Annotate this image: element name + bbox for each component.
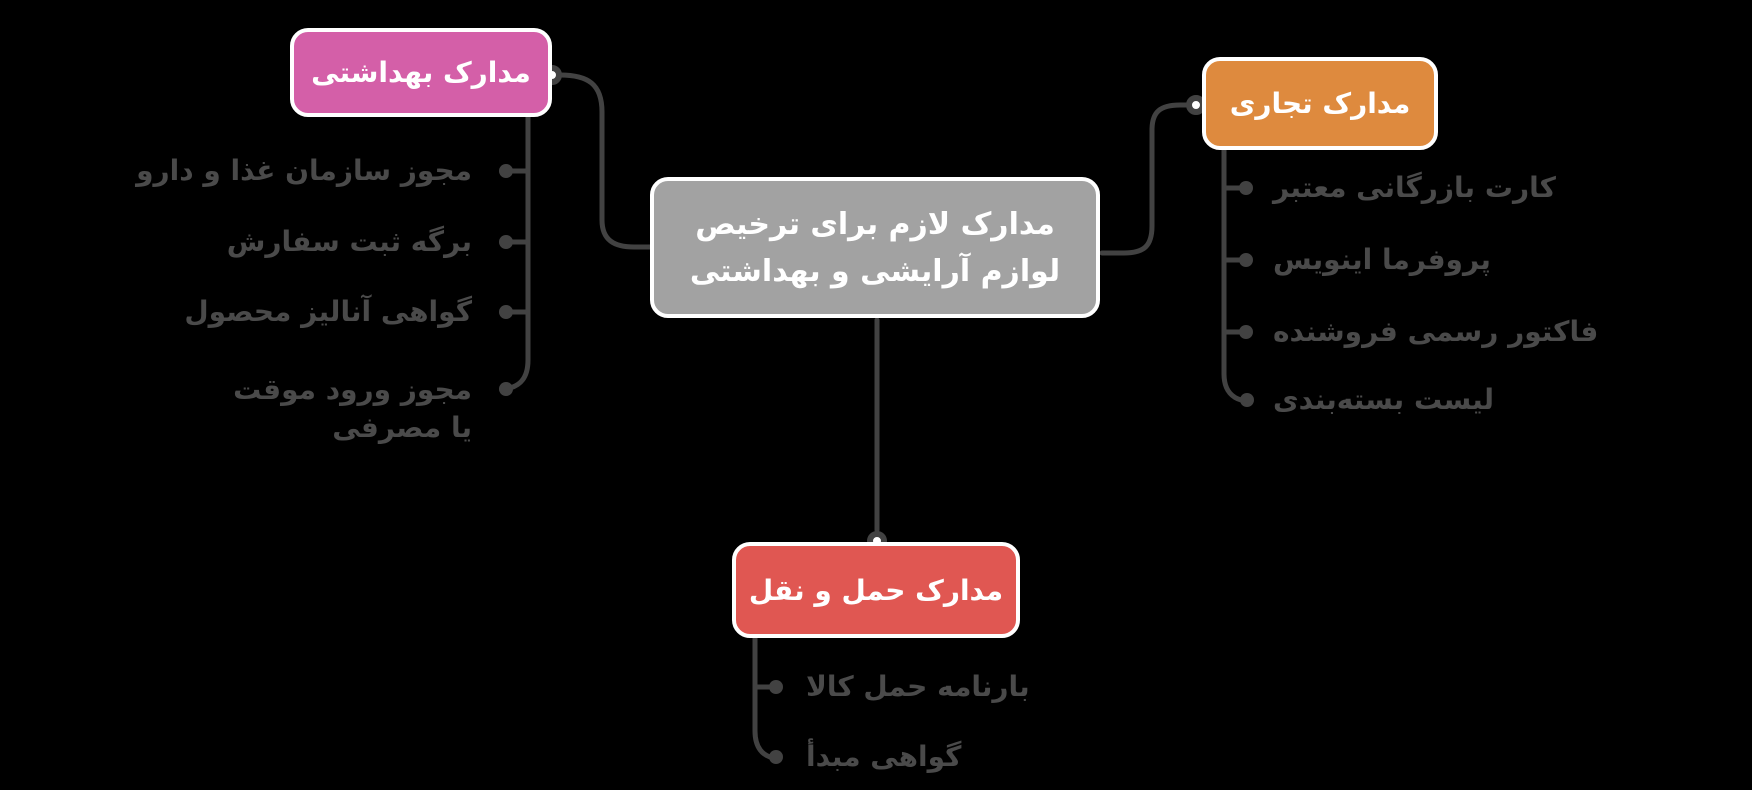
commercial-item-2[interactable]: پروفرما اینویس <box>1273 243 1491 276</box>
health-items-rail <box>507 112 531 391</box>
commercial-anchor-circle <box>1186 95 1206 115</box>
health-item-2[interactable]: برگه ثبت سفارش <box>226 225 472 258</box>
transport-item-2[interactable]: گواهی مبدأ <box>806 740 962 773</box>
commercial-item-1[interactable]: کارت بازرگانی معتبر <box>1273 171 1556 204</box>
item-bullet <box>499 164 513 178</box>
health-item-4[interactable]: مجوز ورود موقت یا مصرفی <box>233 373 472 444</box>
item-bullet <box>1239 181 1253 195</box>
root-node[interactable]: مدارک لازم برای ترخیص لوازم آرایشی و بهد… <box>650 177 1100 318</box>
transport-items-rail <box>752 635 773 760</box>
commercial-item-3[interactable]: فاکتور رسمی فروشنده <box>1273 315 1599 348</box>
root-node-label-line2: لوازم آرایشی و بهداشتی <box>689 253 1061 289</box>
root-node-label-line1: مدارک لازم برای ترخیص <box>695 206 1055 242</box>
item-bullet <box>1239 325 1253 339</box>
health-item-1[interactable]: مجوز سازمان غذا و دارو <box>136 154 472 187</box>
health-node-label: مدارک بهداشتی <box>311 56 531 89</box>
item-bullet <box>1239 253 1253 267</box>
commercial-items-rail <box>1221 147 1244 403</box>
transport-item-1[interactable]: بارنامه حمل کالا <box>806 670 1030 703</box>
commercial-node[interactable]: مدارک تجاری <box>1202 57 1438 150</box>
item-bullet <box>769 680 783 694</box>
item-bullet <box>769 750 783 764</box>
commercial-item-4[interactable]: لیست بسته‌بندی <box>1273 383 1495 416</box>
connector-health-to-root <box>557 72 655 250</box>
health-node[interactable]: مدارک بهداشتی <box>290 28 552 117</box>
item-bullet <box>1240 393 1254 407</box>
item-bullet <box>499 382 513 396</box>
item-bullet <box>499 305 513 319</box>
item-bullet <box>499 235 513 249</box>
connector-root-to-commercial <box>1099 102 1189 256</box>
commercial-node-label: مدارک تجاری <box>1229 87 1411 120</box>
health-item-3[interactable]: گواهی آنالیز محصول <box>184 295 472 328</box>
transport-node[interactable]: مدارک حمل و نقل <box>732 542 1020 638</box>
transport-node-label: مدارک حمل و نقل <box>748 573 1004 607</box>
